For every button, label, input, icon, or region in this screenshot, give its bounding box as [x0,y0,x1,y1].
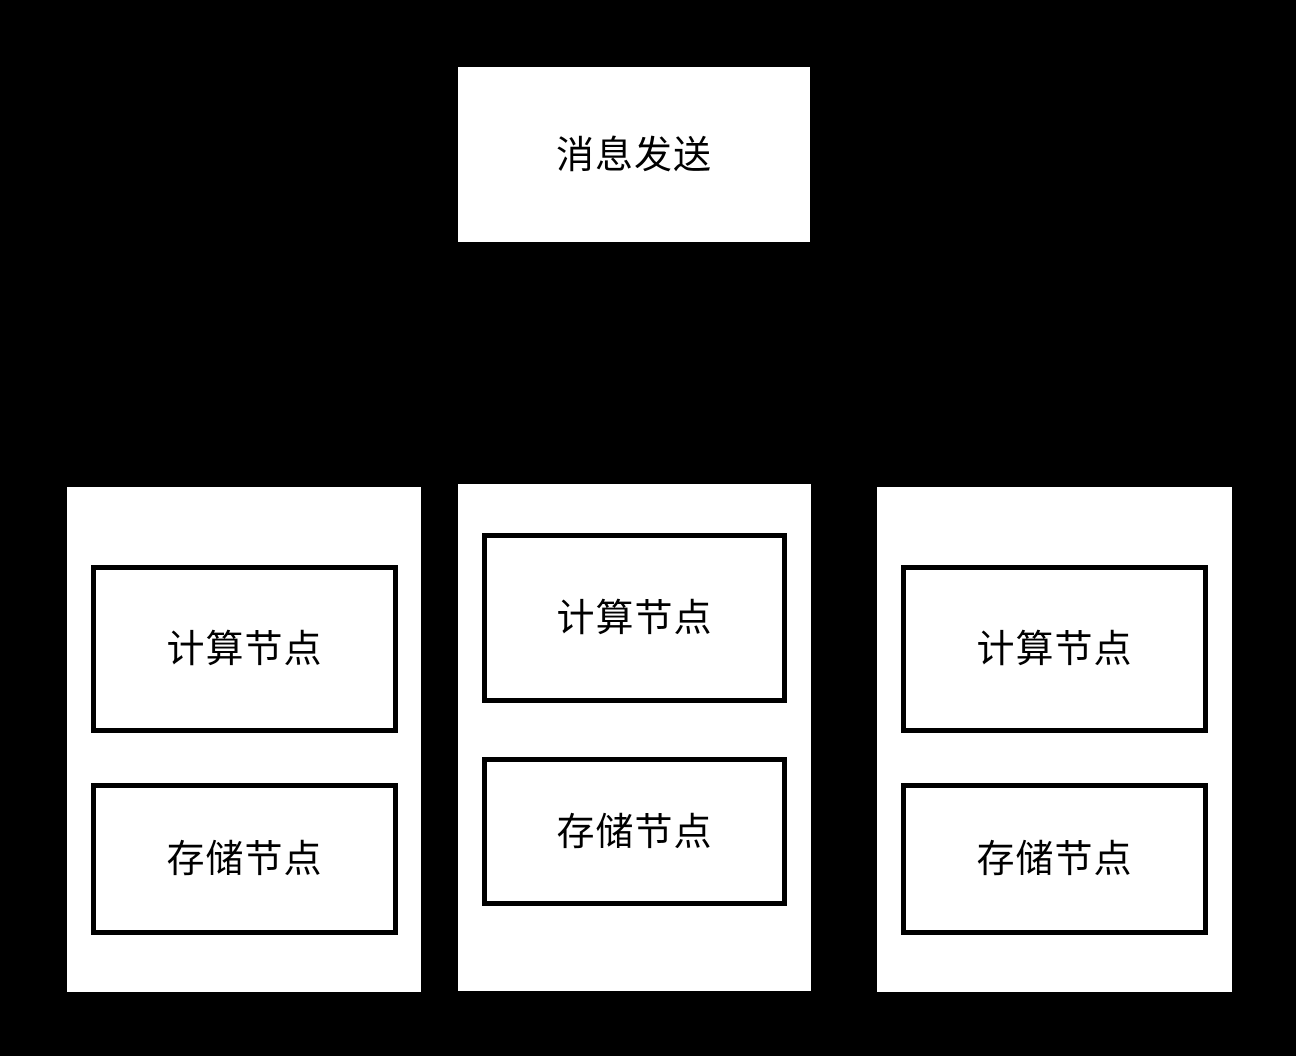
storage-node-label-3: 存储节点 [976,837,1133,881]
storage-node-box-3[interactable]: 存储节点 [901,783,1208,935]
message-send-box[interactable]: 消息发送 [458,67,810,242]
node-group-1-panel[interactable]: 计算节点 存储节点 [67,487,421,992]
compute-node-box-1[interactable]: 计算节点 [91,565,398,733]
storage-node-label-1: 存储节点 [166,837,323,881]
message-send-label: 消息发送 [555,132,712,177]
storage-node-box-1[interactable]: 存储节点 [91,783,398,935]
storage-node-box-2[interactable]: 存储节点 [482,757,787,906]
storage-node-label-2: 存储节点 [556,809,713,854]
node-group-2-panel[interactable]: 计算节点 存储节点 [458,484,811,991]
node-group-3-panel[interactable]: 计算节点 存储节点 [877,487,1232,992]
compute-node-label-1: 计算节点 [166,627,323,671]
compute-node-label-3: 计算节点 [976,627,1133,671]
compute-node-box-2[interactable]: 计算节点 [482,533,787,703]
compute-node-label-2: 计算节点 [556,596,713,640]
compute-node-box-3[interactable]: 计算节点 [901,565,1208,733]
